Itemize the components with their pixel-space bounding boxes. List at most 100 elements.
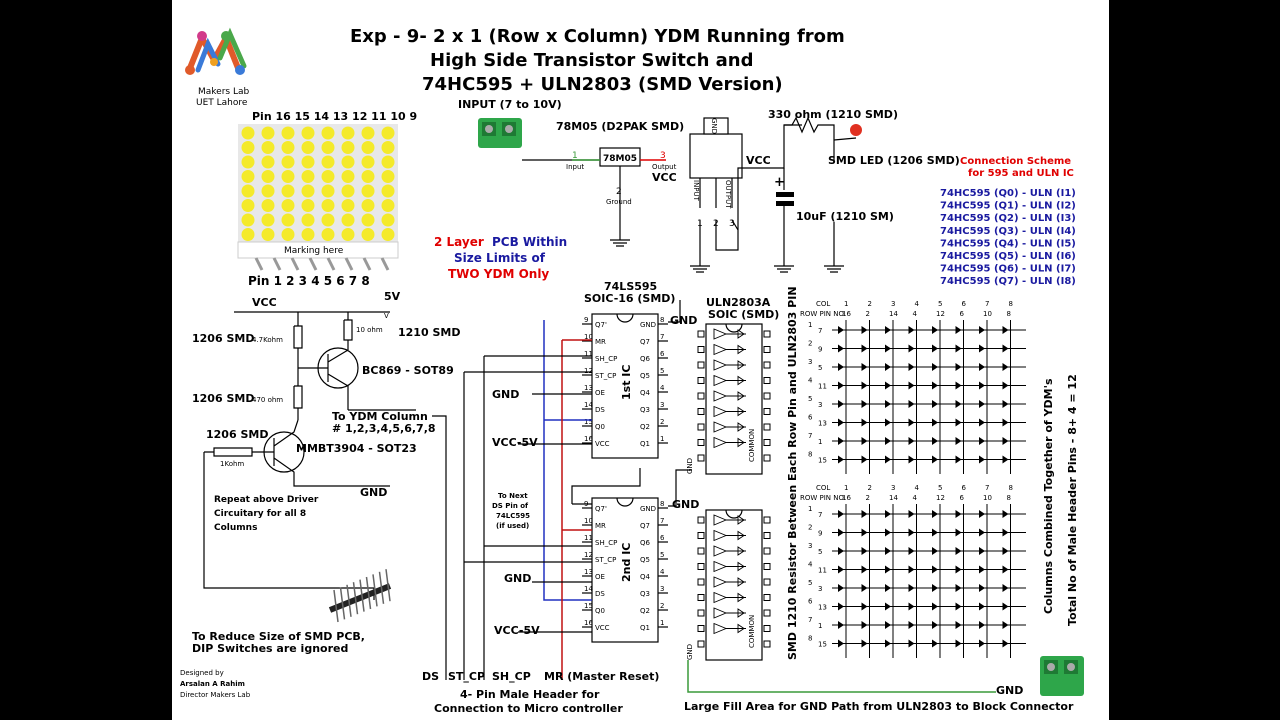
driver-pnp: BC869 - SOT89 — [362, 364, 454, 377]
grid-row-pin: 15 — [818, 641, 827, 649]
driver-rep3: Columns — [214, 523, 257, 533]
ic-right-num: 5 — [660, 367, 664, 375]
grid-row-num: 2 — [808, 340, 812, 348]
columns-note: Columns Combined Together of YDM's — [1042, 378, 1055, 614]
reg-ground-label: Ground — [606, 198, 632, 206]
grid-led-diode — [1002, 621, 1009, 629]
grid-led-diode — [908, 510, 915, 518]
designer-1: Designed by — [180, 669, 224, 677]
grid-led-diode — [861, 510, 868, 518]
led-dot — [361, 228, 375, 241]
grid-col-num: 7 — [985, 300, 989, 308]
grid-led-diode — [861, 602, 868, 611]
scheme-title1: Connection Scheme — [960, 156, 1071, 167]
ic-left-pin: SH_CP — [595, 355, 617, 363]
grid-led-diode — [838, 621, 844, 629]
led-dot — [261, 213, 275, 227]
uln-common: COMMON — [748, 429, 756, 462]
matrix-pin-leg — [254, 257, 264, 271]
ic-left-pin: SH_CP — [595, 539, 617, 547]
grid-led-diode — [908, 455, 915, 464]
d2pak-gnd: GND — [710, 118, 718, 134]
uln-pad — [697, 346, 705, 353]
reg-pin3: 3 — [660, 151, 666, 161]
grid-led-diode — [979, 528, 985, 537]
driver-r3: 1206 SMD — [206, 428, 268, 441]
driver-r1v: 4.7Kohm — [252, 336, 283, 344]
led-dot — [381, 141, 395, 154]
scheme-row: 74HC595 (Q5) - ULN (I6) — [940, 251, 1076, 262]
grid-row-pin: 13 — [818, 420, 827, 428]
grid-led-diode — [932, 363, 938, 371]
uln-pad — [697, 532, 705, 539]
logo-line2: UET Lahore — [196, 98, 248, 108]
ic1-vcc: VCC-5V — [492, 436, 538, 449]
grid-pin-label: ROW PIN NO — [800, 310, 845, 318]
uln-common: COMMON — [748, 615, 756, 648]
uln-title1: ULN2803A — [706, 296, 771, 309]
grid-led-diode — [861, 381, 868, 390]
uln-pad — [697, 361, 705, 369]
grid-led-diode — [838, 437, 844, 445]
led-dot — [281, 184, 295, 198]
matrix-pin-leg — [272, 257, 282, 271]
uln-pad — [763, 609, 771, 617]
schematic-canvas: Makers Lab UET Lahore Exp - 9- 2 x 1 (Ro… — [180, 26, 1084, 715]
matrix-pin-leg — [290, 257, 300, 271]
grid-row-pin: 7 — [818, 511, 822, 519]
grid-row-num: 7 — [808, 616, 812, 624]
grid-col-num: 4 — [915, 300, 920, 308]
led-dot — [281, 228, 295, 241]
grid-led-diode — [955, 547, 962, 555]
resistor-330: 330 ohm (1210 SMD) — [768, 108, 898, 121]
led-dot — [321, 184, 335, 198]
led-dot — [241, 228, 255, 241]
grid-led-diode — [838, 344, 844, 353]
uln-driver-symbol — [713, 514, 746, 526]
driver-rep1: Repeat above Driver — [214, 495, 319, 505]
matrix-marking: Marking here — [284, 246, 344, 256]
grid-led-diode — [1002, 565, 1009, 574]
designer-3: Director Makers Lab — [180, 691, 251, 699]
grid-led-diode — [1002, 381, 1009, 390]
grid-led-diode — [861, 621, 868, 629]
led-dot — [261, 184, 275, 198]
ic-right-pin: Q5 — [640, 372, 650, 380]
ic-right-pin: Q5 — [640, 556, 650, 564]
driver-r3v: 1Kohm — [220, 460, 244, 468]
ic-right-num: 8 — [660, 316, 664, 324]
led-dot — [261, 228, 275, 241]
grid-led-diode — [885, 547, 891, 555]
grid-led-diode — [838, 381, 844, 390]
grid-col-pin: 10 — [983, 494, 992, 502]
matrix-pin-leg — [380, 257, 390, 271]
male-header-icon — [328, 569, 392, 623]
grid-led-diode — [838, 418, 844, 427]
regulator-name: 78M05 — [603, 154, 637, 164]
ic595-body — [591, 313, 659, 459]
grid-row-pin: 9 — [818, 346, 822, 354]
grid-col-pin: 2 — [866, 494, 870, 502]
pcb-note-2: Size Limits of — [454, 251, 546, 265]
grid-led-diode — [1002, 510, 1009, 518]
d2pak-regulator — [689, 117, 743, 208]
grid-row-num: 4 — [808, 377, 813, 385]
grid-led-diode — [955, 344, 962, 353]
title-line1: Exp - 9- 2 x 1 (Row x Column) YDM Runnin… — [350, 26, 845, 47]
driver-r10-pkg: 1210 SMD — [398, 326, 460, 339]
led-dot — [281, 170, 295, 183]
grid-led-diode — [932, 344, 938, 353]
header-note-1: 4- Pin Male Header for — [460, 688, 600, 701]
ic-left-pin: OE — [595, 573, 605, 581]
grid-col-pin: 2 — [866, 310, 870, 318]
led-dot — [341, 199, 355, 212]
grid-led-diode — [838, 602, 844, 611]
grid-led-diode — [955, 437, 962, 445]
ic2-vcc: VCC-5V — [494, 624, 540, 637]
matrix-pin-leg — [326, 257, 336, 271]
d2pak-output: OUTPUT — [724, 180, 732, 209]
grid-led-diode — [908, 344, 915, 353]
uln-pad — [763, 563, 771, 570]
matrix-pin-leg — [362, 257, 372, 271]
ic-right-num: 2 — [660, 602, 664, 610]
